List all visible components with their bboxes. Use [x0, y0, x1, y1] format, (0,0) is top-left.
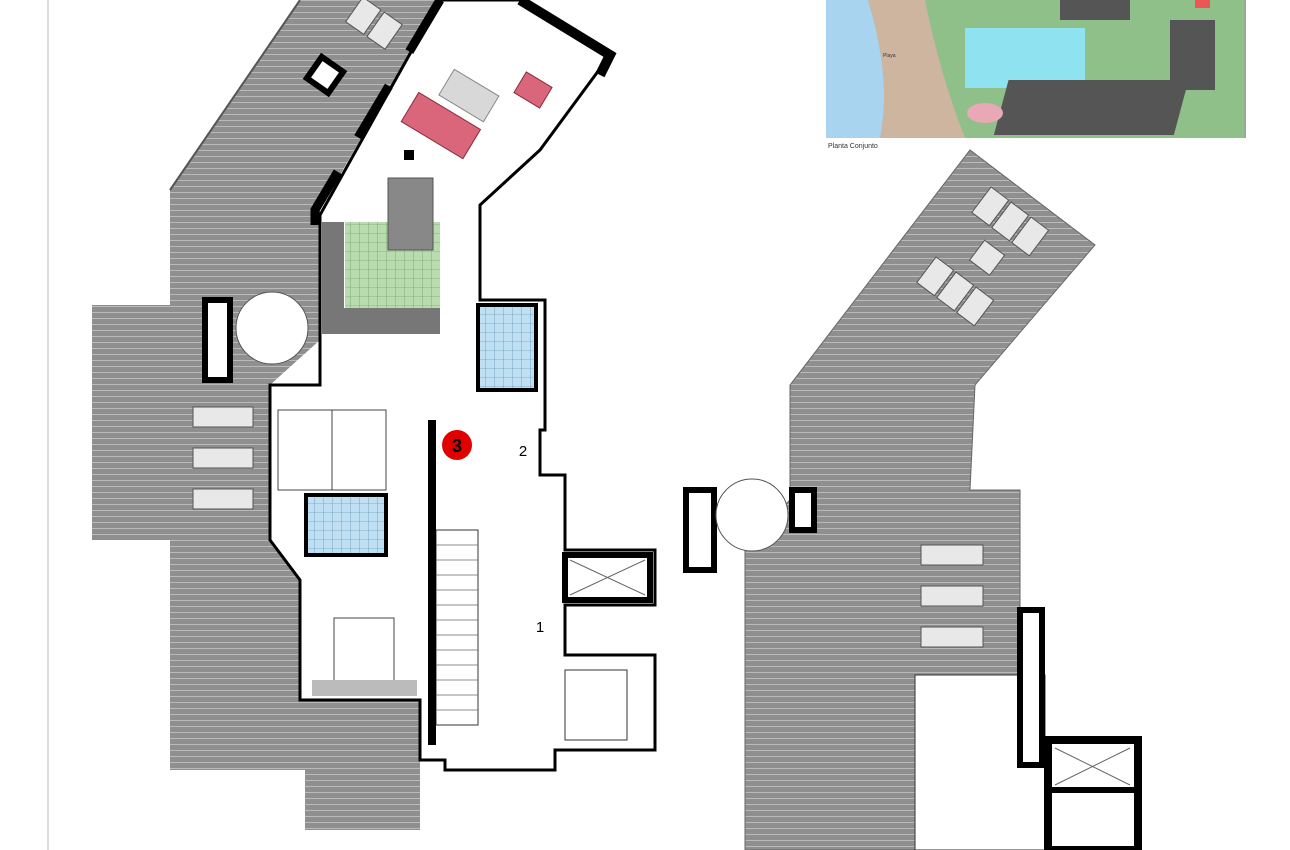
chimney	[302, 52, 348, 98]
sun-loungers	[344, 0, 403, 50]
pool	[965, 28, 1085, 88]
wall	[428, 420, 436, 745]
armchair	[513, 71, 553, 109]
room-label-1: 1	[536, 619, 544, 636]
side-table	[968, 239, 1006, 276]
sun-loungers	[916, 256, 995, 327]
sofa	[400, 91, 482, 160]
beach	[868, 0, 965, 138]
buildings	[1170, 20, 1215, 90]
sun-loungers	[192, 406, 254, 510]
column	[404, 150, 414, 160]
sea	[826, 0, 885, 138]
wardrobe	[312, 680, 417, 696]
staircase	[435, 529, 479, 726]
right-roof-terrace	[683, 149, 1142, 850]
unit-marker-number: 3	[452, 436, 462, 456]
elevator	[564, 669, 628, 741]
kitchen-counter	[344, 308, 440, 334]
room-label-2: 2	[519, 443, 527, 460]
sun-loungers	[971, 186, 1050, 257]
spiral-stair	[235, 291, 309, 365]
bathroom-1	[476, 303, 538, 392]
shaft	[562, 552, 653, 603]
coffee-table	[438, 68, 500, 123]
spiral-stair	[715, 478, 789, 552]
left-unit-terrace	[92, 0, 440, 830]
beach-label: Playa	[883, 53, 896, 59]
dining-table	[387, 177, 434, 251]
kitchen-counter	[322, 222, 344, 334]
unit-marker	[442, 430, 472, 460]
bed	[333, 617, 395, 691]
sun-loungers	[920, 544, 984, 648]
buildings	[993, 80, 1189, 135]
highlighted-building	[1195, 0, 1210, 8]
buildings	[1060, 0, 1130, 20]
bathroom-2	[304, 493, 388, 557]
playground	[967, 103, 1003, 123]
planter	[202, 297, 233, 383]
left-unit-interior	[192, 0, 657, 772]
site-plan-map	[826, 0, 1246, 138]
site-plan-caption: Planta Conjunto	[828, 143, 878, 150]
